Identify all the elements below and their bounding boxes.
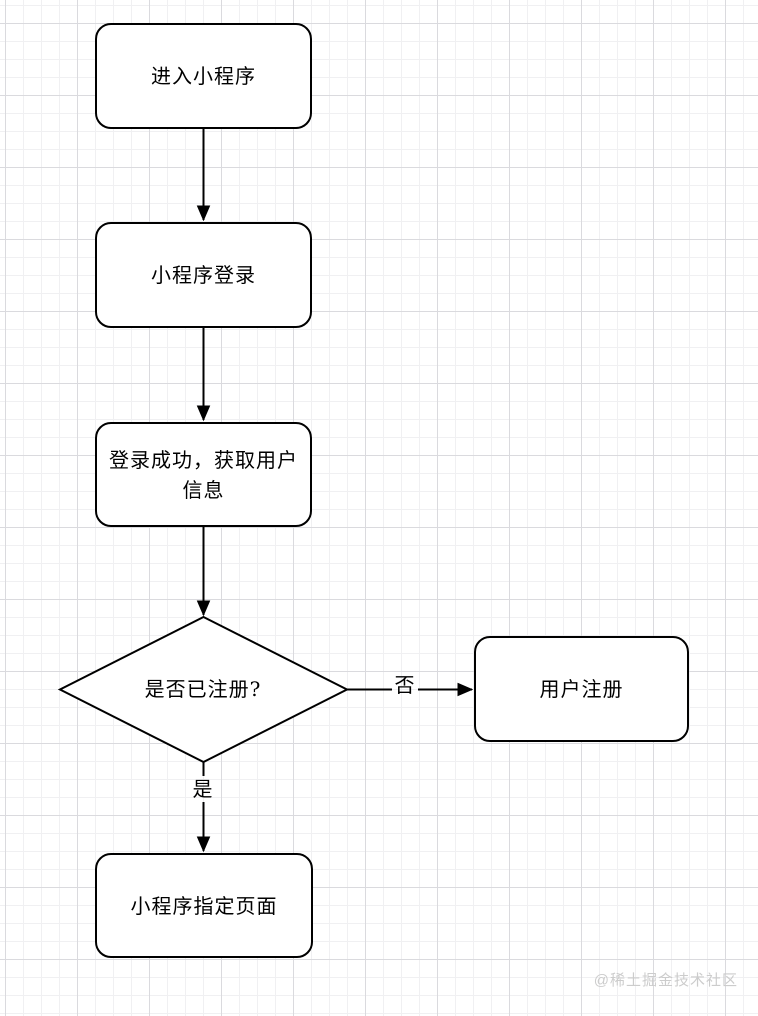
edge-label-yes: 是 <box>192 777 214 801</box>
node-miniprogram-target-page: 小程序指定页面 <box>95 853 313 958</box>
edge-label-no: 否 <box>394 673 416 697</box>
node-miniprogram-login: 小程序登录 <box>95 222 312 328</box>
node-user-register: 用户注册 <box>474 636 689 742</box>
node-label: 进入小程序 <box>151 64 256 88</box>
node-login-success-get-user-info: 登录成功，获取用户信息 <box>95 422 312 527</box>
node-label: 用户注册 <box>539 677 624 701</box>
node-is-registered-label: 是否已注册? <box>144 677 262 701</box>
node-label: 小程序登录 <box>151 263 256 287</box>
node-label: 登录成功，获取用户信息 <box>109 447 298 502</box>
node-label: 小程序指定页面 <box>130 893 278 918</box>
node-enter-miniprogram: 进入小程序 <box>95 23 312 129</box>
watermark: @稀土掘金技术社区 <box>593 972 738 989</box>
